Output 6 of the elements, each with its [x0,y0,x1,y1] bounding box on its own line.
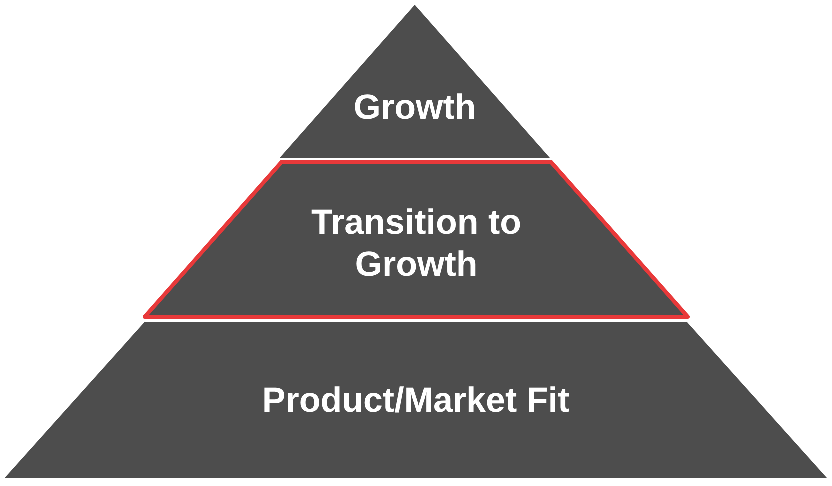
level-label: Growth [352,87,478,129]
pyramid-level [143,160,690,319]
pyramid-level [280,5,550,158]
level-label: Transition to Growth [310,202,522,286]
level-label: Product/Market Fit [261,380,571,422]
pyramid-level [5,322,827,478]
